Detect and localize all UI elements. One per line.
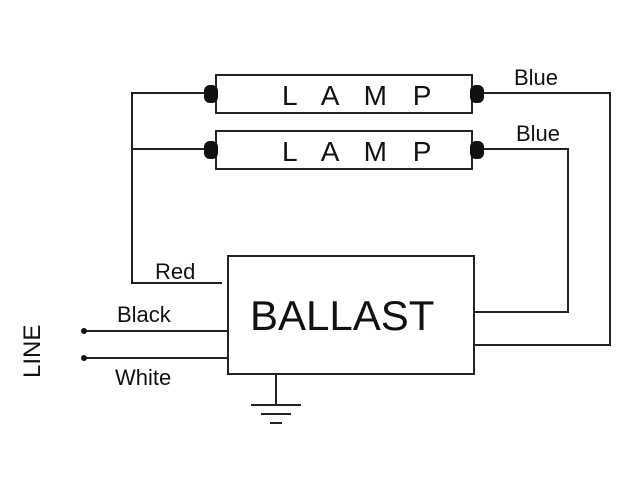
blue-wire-bottom	[474, 148, 569, 313]
ballast-label: BALLAST	[250, 292, 434, 339]
red-wire-label: Red	[155, 259, 195, 284]
lamp-bottom-right-cap	[470, 141, 484, 159]
white-wire-label: White	[115, 365, 171, 390]
blue-wire-top	[474, 92, 611, 346]
blue-wire-bottom-label: Blue	[516, 121, 560, 146]
lamp-top-label: L A M P	[282, 80, 440, 111]
ballast-box	[227, 255, 475, 375]
black-wire-label: Black	[117, 302, 172, 327]
lamp-bottom-left-cap	[204, 141, 218, 159]
lamp-top-right-cap	[470, 85, 484, 103]
lamp-bottom-label: L A M P	[282, 136, 440, 167]
blue-wire-top-label: Blue	[514, 65, 558, 90]
black-terminal	[81, 328, 87, 334]
red-wire	[131, 92, 222, 284]
lamp-bottom-tube	[215, 130, 473, 170]
line-label: LINE	[19, 325, 46, 378]
white-terminal	[81, 355, 87, 361]
lamp-top-left-cap	[204, 85, 218, 103]
